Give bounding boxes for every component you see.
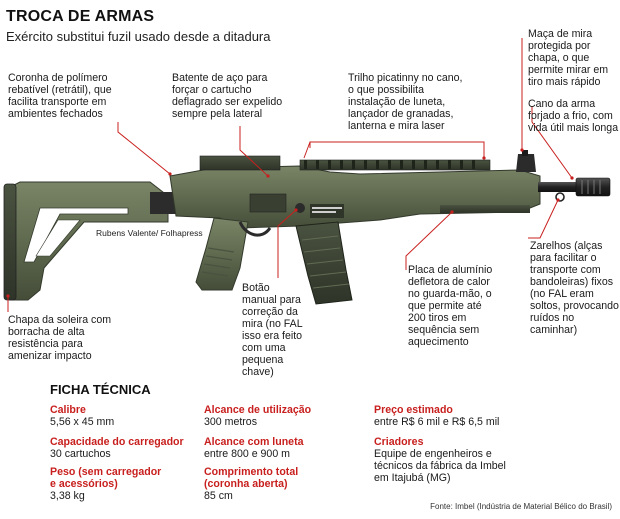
spec-length: Comprimento total (coronha aberta) 85 cm — [204, 466, 324, 502]
spec-label: Preço estimado — [374, 404, 453, 416]
spec-price: Preço estimado entre R$ 6 mil e R$ 6,5 m… — [374, 404, 524, 428]
leader-lines — [6, 38, 574, 312]
spec-creators: Criadores Equipe de engenheiros e técnic… — [374, 436, 514, 484]
spec-label: Comprimento total (coronha aberta) — [204, 466, 299, 490]
annotation-stock: Coronha de polímero rebatível (retrátil)… — [8, 72, 112, 120]
annotation-heat-plate: Placa de alumínio defletora de calor no … — [408, 264, 493, 348]
photo-credit: Rubens Valente/ Folhapress — [96, 228, 203, 238]
spec-value: 3,38 kg — [50, 490, 85, 502]
spec-label: Criadores — [374, 436, 424, 448]
spec-value: 30 cartuchos — [50, 448, 111, 460]
spec-value: entre 800 e 900 m — [204, 448, 290, 460]
pistol-grip — [195, 217, 272, 291]
receiver — [169, 155, 541, 229]
spec-value: Equipe de engenheiros e técnicos da fábr… — [374, 448, 506, 484]
spec-label: Capacidade do carregador — [50, 436, 184, 448]
spec-weight: Peso (sem carregador e acessórios) 3,38 … — [50, 466, 170, 502]
annotation-front-sight: Maça de mira protegida por chapa, o que … — [528, 28, 609, 88]
spec-value: 300 metros — [204, 416, 257, 428]
page-title: TROCA DE ARMAS — [6, 8, 155, 25]
spec-magazine-capacity: Capacidade do carregador 30 cartuchos — [50, 436, 190, 460]
annotation-rail: Trilho picatinny no cano, o que possibil… — [348, 72, 463, 132]
source-note: Fonte: Imbel (Indústria de Material Béli… — [430, 502, 612, 511]
page-subtitle: Exército substitui fuzil usado desde a d… — [6, 29, 271, 44]
annotation-bolt-stop: Batente de aço para forçar o cartucho de… — [172, 72, 283, 120]
spec-value: entre R$ 6 mil e R$ 6,5 mil — [374, 416, 500, 428]
magazine — [295, 221, 353, 305]
annotation-buttplate: Chapa da soleira com borracha de alta re… — [8, 314, 112, 362]
front-sight — [516, 150, 536, 172]
spec-label: Peso (sem carregador e acessórios) — [50, 466, 162, 490]
spec-label: Alcance de utilização — [204, 404, 312, 416]
stock — [3, 181, 180, 301]
spec-label: Alcance com luneta — [204, 436, 304, 448]
spec-scope-range: Alcance com luneta entre 800 e 900 m — [204, 436, 334, 460]
spec-caliber: Calibre 5,56 x 45 mm — [50, 404, 190, 428]
barrel — [538, 177, 611, 202]
specs-heading: FICHA TÉCNICA — [50, 382, 151, 397]
spec-range: Alcance de utilização 300 metros — [204, 404, 334, 428]
spec-value: 85 cm — [204, 490, 233, 502]
spec-label: Calibre — [50, 404, 86, 416]
annotation-barrel: Cano da arma forjado a frio, com vida út… — [528, 98, 619, 134]
annotation-sling-swivels: Zarelhos (alças para facilitar o transpo… — [530, 240, 619, 336]
annotation-sight-button: Botão manual para correção da mira (no F… — [242, 282, 303, 378]
spec-value: 5,56 x 45 mm — [50, 416, 115, 428]
